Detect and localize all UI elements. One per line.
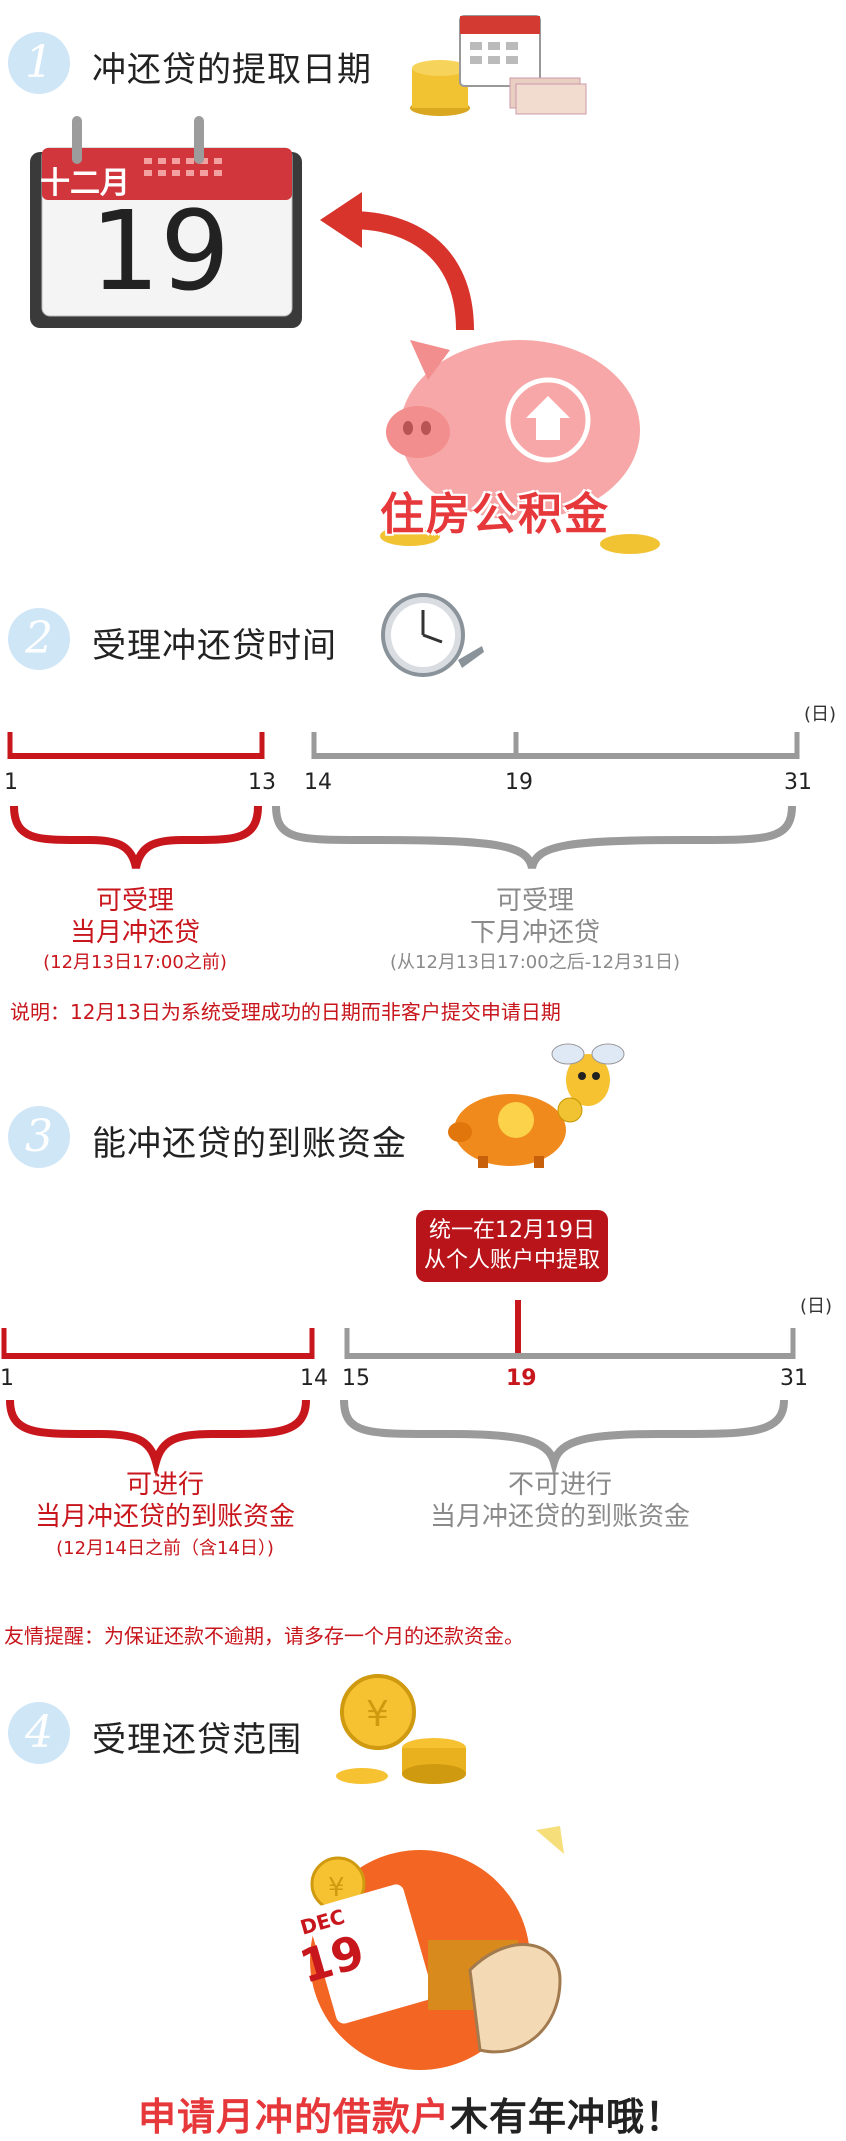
timeline2-left-line2: 当月冲还贷 — [69, 918, 200, 948]
timeline2-tick-13: 13 — [248, 770, 276, 795]
svg-text:¥: ¥ — [328, 1873, 345, 1903]
section-3-number: 3 — [8, 1106, 70, 1168]
bottom-title-part1: 申请月冲的借款户 — [138, 2095, 451, 2139]
timeline3-left-line1: 可进行 — [125, 1470, 204, 1500]
timeline3-tick-31: 31 — [780, 1366, 808, 1391]
timeline3-tick-14: 14 — [300, 1366, 328, 1391]
golden-piggy-bee-icon — [448, 1043, 625, 1168]
section-2-number: 2 — [8, 608, 70, 670]
svg-text:¥: ¥ — [366, 1694, 389, 1735]
timeline2-bar — [7, 732, 800, 759]
timeline2-tick-31: 31 — [784, 770, 812, 795]
timeline3-left-line3: (12月14日之前（含14日）) — [56, 1538, 274, 1559]
piggy-label: 住房公积金 — [380, 489, 610, 540]
timeline3-unit: (日) — [800, 1296, 833, 1317]
calendar-month: 十二月 — [40, 166, 130, 201]
section-2-title: 受理冲还贷时间 — [92, 626, 337, 666]
timeline3-brackets — [6, 1399, 788, 1478]
section-4-title: 受理还贷范围 — [92, 1720, 302, 1760]
timeline3-callout-line1: 统一在12月19日 — [429, 1218, 595, 1243]
timeline2-right-line1: 可受理 — [495, 886, 574, 916]
bottom-title: 申请月冲的借款户木有年冲哦！ — [138, 2086, 684, 2141]
section-4-number: 4 — [8, 1702, 70, 1764]
calendar-coins-icon — [410, 15, 587, 116]
timeline2-tick-19: 19 — [505, 770, 533, 795]
section-1-number: 1 — [8, 32, 70, 94]
timeline3-note: 友情提醒：为保证还款不逾期，请多存一个月的还款资金。 — [4, 1624, 524, 1648]
timeline3-callout-line2: 从个人账户中提取 — [423, 1248, 600, 1273]
clock-icon — [381, 593, 484, 677]
bottom-title-part2: 木有年冲哦！ — [450, 2095, 685, 2139]
timeline3-right-line2: 当月冲还贷的到账资金 — [429, 1502, 690, 1532]
timeline2-tick-14: 14 — [304, 770, 332, 795]
december-badge-illustration: ¥ — [307, 1826, 564, 2070]
section-3-title: 能冲还贷的到账资金 — [92, 1124, 407, 1164]
calendar-day: 19 — [90, 187, 230, 315]
timeline2-left-line3: (12月13日17:00之前) — [43, 952, 227, 973]
coins-icon: ¥ — [336, 1674, 466, 1784]
timeline2-right-line3: (从12月13日17:00之后-12月31日) — [389, 952, 681, 973]
timeline3-tick-15: 15 — [342, 1366, 370, 1391]
timeline3-right-line1: 不可进行 — [507, 1470, 612, 1500]
timeline3-tick-19: 19 — [506, 1366, 537, 1391]
timeline3-tick-1: 1 — [0, 1366, 14, 1391]
timeline2-left-line1: 可受理 — [95, 886, 174, 916]
timeline3-left-line2: 当月冲还贷的到账资金 — [34, 1502, 295, 1532]
piggy-bank-icon — [380, 340, 660, 554]
section-1-title: 冲还贷的提取日期 — [92, 50, 372, 90]
timeline2-unit: (日) — [804, 704, 837, 725]
timeline2-brackets — [10, 805, 796, 870]
timeline2-note: 说明：12月13日为系统受理成功的日期而非客户提交申请日期 — [10, 1000, 561, 1024]
timeline3-bar — [1, 1300, 796, 1359]
december-calendar-icon — [30, 116, 302, 328]
timeline3-callout: 统一在12月19日 从个人账户中提取 — [416, 1210, 608, 1282]
timeline2-right-line2: 下月冲还贷 — [469, 918, 600, 948]
curved-arrow-icon — [320, 192, 474, 331]
timeline2-tick-1: 1 — [4, 770, 18, 795]
